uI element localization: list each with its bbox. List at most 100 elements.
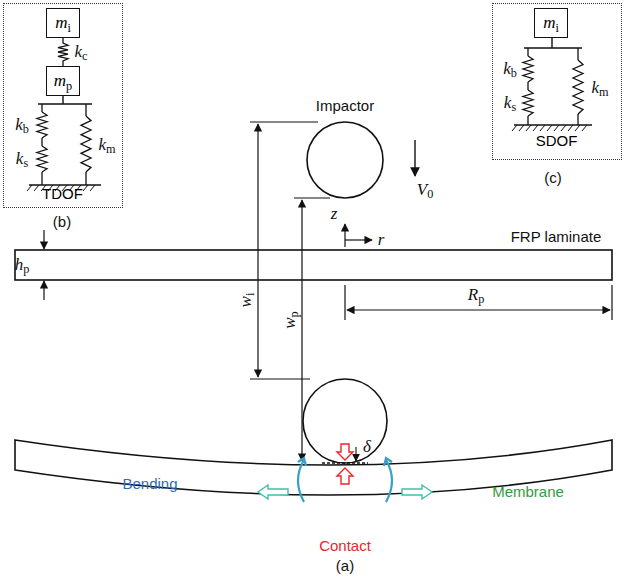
spring-coil [523,90,533,116]
label: ks [16,150,28,169]
spring-lead [512,125,517,131]
spring-lead [568,125,573,131]
spring-connector [58,38,68,66]
tdof-springs [29,96,101,185]
sdof-spring-coils [523,48,583,125]
label: km [591,79,608,98]
label: wi [236,291,257,310]
symbol-subscript: p [478,292,484,306]
spring-lead [83,185,88,191]
spring-coil [37,112,47,138]
radius-dimension [345,285,612,320]
symbol-subscript: p [23,262,29,276]
symbol-letter: m [543,13,555,32]
symbol-subscript: m [599,85,609,99]
symbol-letter: R [468,285,478,304]
impactor-contact-circle [303,379,387,463]
symbol-letter: k [503,59,511,78]
label: (a) [336,558,354,575]
symbol-letter: z [331,204,338,223]
frp-laminate [15,250,612,280]
impactor-circle [307,122,383,198]
membrane-arrow [402,485,432,499]
spring-coil [81,116,91,172]
spring-lead [519,125,524,131]
label: δ [363,438,371,457]
label: Rp [468,286,485,305]
indentation-arrow [355,447,356,461]
symbol-subscript: i [243,293,257,296]
symbol-subscript: p [66,78,72,92]
label: Membrane [492,484,564,501]
symbol-letter: δ [363,437,371,456]
symbol-subscript: c [82,49,87,63]
symbol-subscript: m [106,142,116,156]
spring-lead [27,185,32,191]
mass-label: mi [543,14,559,33]
model-name: SDOF [536,133,578,150]
spring-lead [527,48,528,56]
velocity-arrow [414,140,415,176]
spring-lead [527,82,528,90]
spring-lead [85,104,86,116]
label: hp [15,256,30,275]
spring-lead [527,116,528,125]
label: wp [280,309,301,330]
symbol-letter: k [75,42,83,61]
mass-label: mi [55,14,71,33]
z-axis [344,224,345,247]
label: Impactor [316,98,374,115]
spring-lead [41,138,42,146]
sdof-springs [514,38,592,125]
symbol-subscript: i [67,20,70,34]
label: ks [504,94,516,113]
spring-lead [85,172,86,185]
symbol-subscript: p [287,311,301,317]
symbol-subscript: s [23,156,28,170]
symbol-subscript: s [511,100,516,114]
spring-lead [561,125,566,131]
spring-lead [582,125,587,131]
contact-flat [322,462,368,463]
symbol-letter: k [15,115,23,134]
thickness-arrow [43,230,44,249]
spring-lead [577,48,578,60]
symbol-letter: k [504,93,512,112]
spring-lead [577,114,578,125]
label: (c) [544,170,562,187]
label: z [331,205,338,224]
spring-path [58,38,68,66]
spring-lead [540,125,545,131]
label: V0 [417,181,434,200]
tdof-spring-coils [37,104,91,185]
r-axis [345,239,372,240]
spring-lead [34,185,39,191]
mass-box: mp [46,66,80,96]
stiffness-label: kc [75,43,88,62]
label: (b) [53,214,71,231]
spring-coil [573,60,583,114]
contact-arrow [337,444,353,460]
spring-lead [90,185,95,191]
spring-coil [37,146,47,172]
bending-brackets [298,458,392,502]
label: FRP laminate [511,229,602,246]
label: kb [503,60,517,79]
contact-arrow [337,468,353,484]
spring-lead [575,125,580,131]
label: Contact [319,538,371,555]
spring-lead [41,172,42,185]
symbol-letter: r [378,230,385,249]
symbol-subscript: b [511,66,517,80]
label: kb [15,116,29,135]
model-name: TDOF [42,186,83,203]
spring-coil [523,56,533,82]
spring-lead [533,125,538,131]
symbol-subscript: i [555,20,558,34]
symbol-letter: m [54,71,66,90]
mass-box: mi [46,8,80,38]
symbol-letter: V [417,180,427,199]
spring-lead [547,125,552,131]
mass-label: mp [54,72,72,91]
